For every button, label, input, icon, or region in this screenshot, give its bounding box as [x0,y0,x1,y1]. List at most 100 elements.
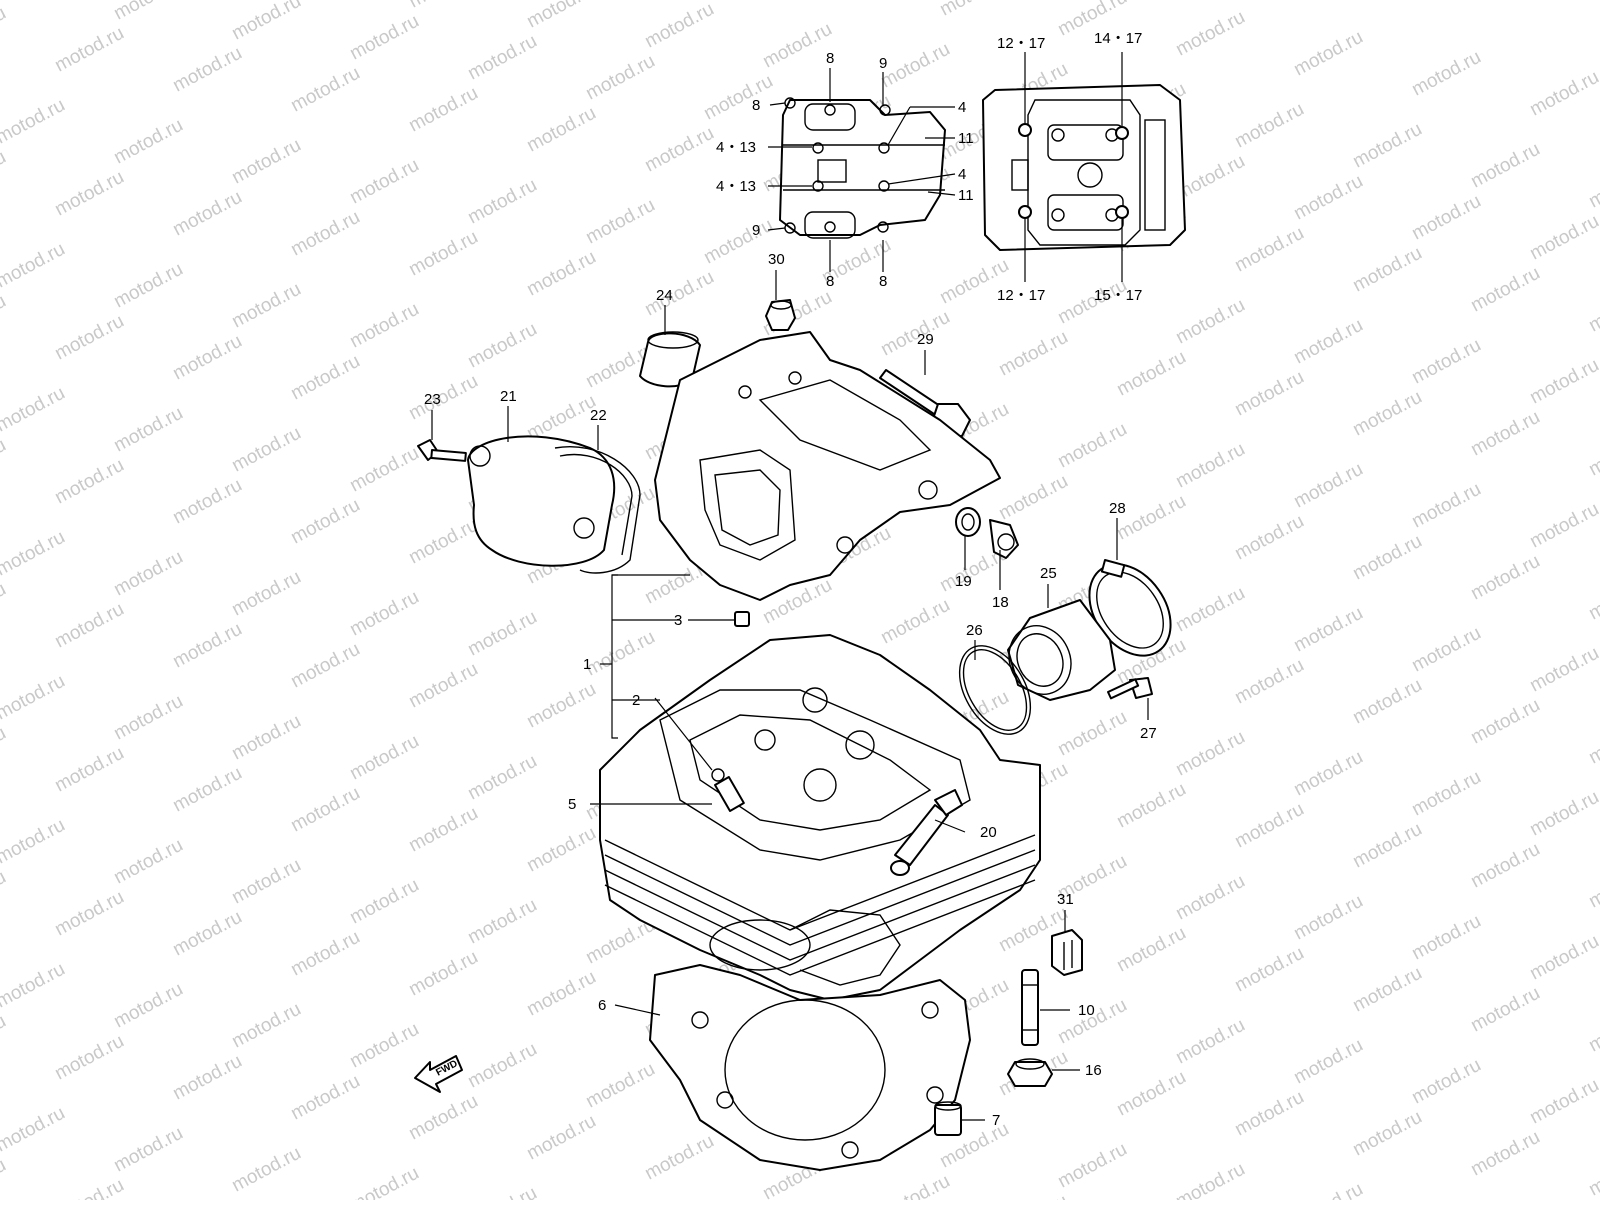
watermark-text: motod.ru [995,471,1071,525]
watermark-text: motod.ru [287,783,363,837]
watermark-text: motod.ru [1408,623,1484,677]
watermark-text: motod.ru [641,123,717,177]
watermark-text: motod.ru [346,731,422,785]
watermark-text: motod.ru [1290,747,1366,801]
watermark-text: motod.ru [228,0,304,44]
part-3-dowel [735,612,749,626]
watermark-text: motod.ru [464,175,540,229]
watermark-text: motod.ru [0,147,10,201]
watermark-text: motod.ru [877,1171,953,1200]
watermark-text: motod.ru [995,327,1071,381]
watermark-text: motod.ru [1349,243,1425,297]
watermark-text: motod.ru [1113,491,1189,545]
watermark-text: motod.ru [346,11,422,65]
watermark-text: motod.ru [1408,191,1484,245]
watermark-text: motod.ru [464,751,540,805]
watermark-text: motod.ru [169,619,245,673]
watermark-text: motod.ru [0,959,69,1013]
watermark-text: motod.ru [51,311,127,365]
watermark-text: motod.ru [1349,819,1425,873]
watermark-text: motod.ru [1526,1075,1600,1129]
watermark-text: motod.ru [51,23,127,77]
callout-16: 16 [1085,1062,1102,1079]
watermark-text: motod.ru [0,435,10,489]
watermark-text: motod.ru [346,155,422,209]
watermark-text: motod.ru [1526,787,1600,841]
watermark-text: motod.ru [1172,583,1248,637]
watermark-text: motod.ru [464,1183,540,1200]
top-view-head-cover [983,85,1185,250]
watermark-text: motod.ru [1172,7,1248,61]
watermark-text: motod.ru [523,967,599,1021]
watermark-text: motod.ru [1467,407,1543,461]
top-view-tightening-pattern [780,98,945,238]
cylinder-head [600,635,1040,1000]
watermark-text: motod.ru [1408,1055,1484,1109]
watermark-text: motod.ru [169,187,245,241]
watermark-text: motod.ru [0,815,69,869]
watermark-text: motod.ru [523,679,599,733]
callout-6: 6 [598,997,606,1014]
watermark-text: motod.ru [1349,119,1425,173]
callout-10: 10 [1078,1002,1095,1019]
watermark-text: motod.ru [287,207,363,261]
watermark-text: motod.ru [1172,1159,1248,1200]
watermark-text: motod.ru [0,95,69,149]
watermark-text: motod.ru [0,239,69,293]
watermark-text: motod.ru [346,875,422,929]
watermark-text: motod.ru [1467,139,1543,193]
watermark-text: motod.ru [110,403,186,457]
watermark-text: motod.ru [523,823,599,877]
watermark-text: motod.ru [1526,931,1600,985]
watermark-text: motod.ru [1585,159,1600,213]
watermark-text: motod.ru [1585,1003,1600,1057]
watermark-text: motod.ru [1231,511,1307,565]
watermark-text: motod.ru [228,279,304,333]
callout-4-lower: 4 [958,166,966,183]
callout-8-bottom-right: 8 [879,273,887,290]
callout-28: 28 [1109,500,1126,517]
watermark-text: motod.ru [1054,1139,1130,1193]
cylinder-head-cover [655,332,1000,600]
watermark-text: motod.ru [346,443,422,497]
watermark-text: motod.ru [1054,419,1130,473]
watermark-text: motod.ru [1231,799,1307,853]
watermark-text: motod.ru [1585,715,1600,769]
part-27-bolt [1108,678,1152,698]
part-10-stud [1022,970,1038,1045]
callout-20: 20 [980,824,997,841]
watermark-text: motod.ru [0,1011,10,1065]
watermark-text: motod.ru [346,299,422,353]
watermark-text: motod.ru [51,455,127,509]
watermark-text: motod.ru [110,259,186,313]
watermark-text: motod.ru [287,495,363,549]
watermark-text: motod.ru [582,627,658,681]
watermark-text: motod.ru [405,515,481,569]
watermark-text: motod.ru [228,1143,304,1197]
watermark-text: motod.ru [405,83,481,137]
watermark-text: motod.ru [1113,1067,1189,1121]
watermark-text: motod.ru [110,547,186,601]
watermark-text: motod.ru [582,1059,658,1113]
watermark-text: motod.ru [1113,779,1189,833]
watermark-text: motod.ru [1467,263,1543,317]
callout-1: 1 [583,656,591,673]
fwd-arrow: FWD [415,1056,462,1092]
watermark-text: motod.ru [1467,983,1543,1037]
callout-11-top: 11 [958,130,974,147]
watermark-text: motod.ru [1231,223,1307,277]
watermark-text: motod.ru [464,31,540,85]
part-18-plug [990,520,1018,558]
watermark-text: motod.ru [523,247,599,301]
watermark-text: motod.ru [1231,1087,1307,1141]
watermark-text: motod.ru [0,0,69,4]
watermark-text: motod.ru [110,835,186,889]
watermark-text: motod.ru [1290,1035,1366,1089]
watermark-text: motod.ru [1467,1127,1543,1181]
callout-4-13-upper: 4・13 [716,139,756,156]
watermark-text: motod.ru [228,711,304,765]
watermark-text: motod.ru [0,527,69,581]
watermark-text: motod.ru [0,383,69,437]
watermark-text: motod.ru [1349,675,1425,729]
